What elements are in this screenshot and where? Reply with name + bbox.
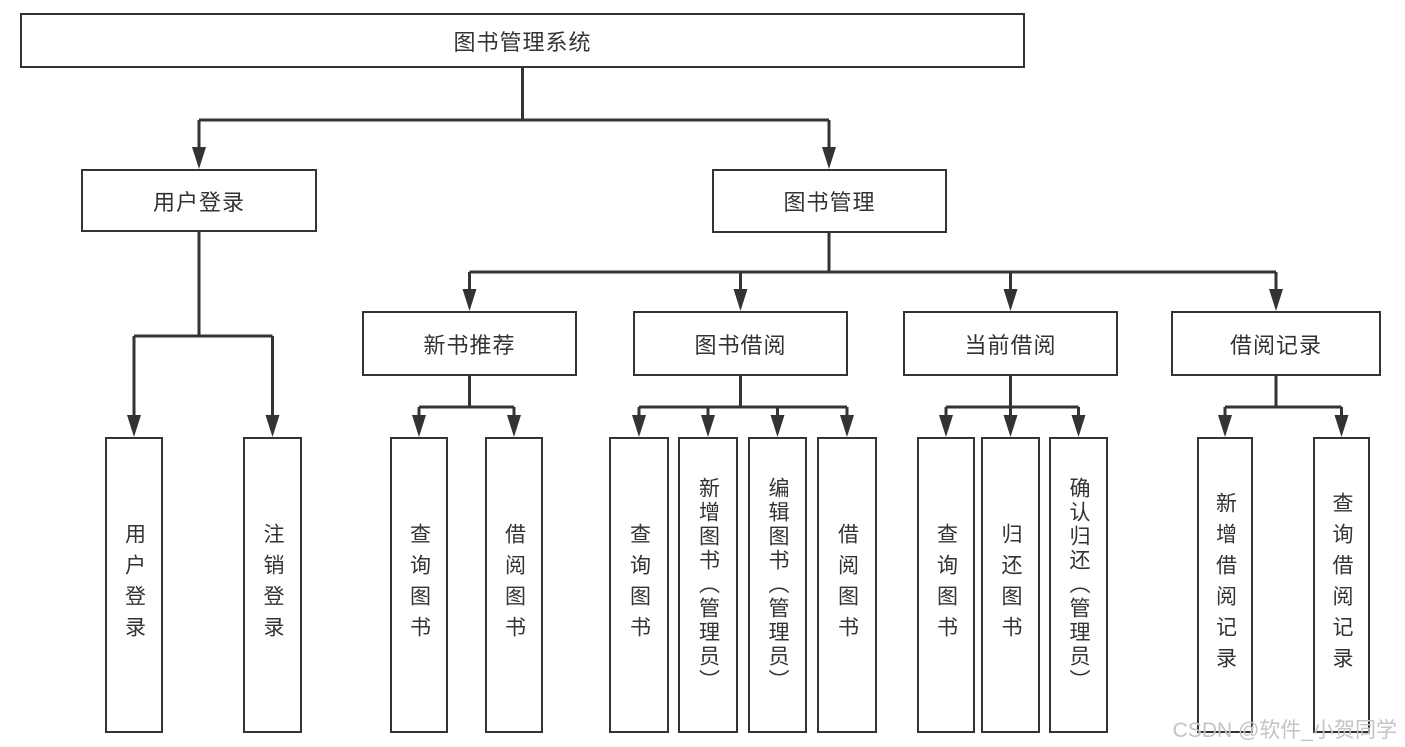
node-user-login-group-label: 用户登录: [152, 189, 245, 215]
node-return-books-label: 归还图书: [999, 523, 1022, 647]
node-current-borrow-label: 当前借阅: [964, 332, 1057, 358]
node-confirm-return-admin-label: 确认归还（管理员）: [1067, 477, 1090, 693]
watermark: CSDN @软件_小贺同学: [1172, 719, 1397, 742]
node-recommend-query-books: 查询图书: [390, 437, 448, 733]
node-borrow-query-books: 查询图书: [609, 437, 669, 733]
node-confirm-return-admin: 确认归还（管理员）: [1049, 437, 1108, 733]
node-new-book-recommend-label: 新书推荐: [423, 332, 516, 358]
node-user-login-label: 用户登录: [122, 523, 146, 647]
node-add-borrow-record-label: 新增借阅记录: [1213, 492, 1237, 678]
node-book-management-label: 图书管理: [783, 190, 876, 215]
node-query-borrow-record: 查询借阅记录: [1313, 437, 1370, 733]
node-borrow-books-label: 借阅图书: [835, 523, 859, 647]
node-edit-books-admin-label: 编辑图书（管理员）: [766, 477, 789, 693]
node-library-management-system: 图书管理系统: [20, 13, 1025, 68]
node-borrow-query-books-label: 查询图书: [627, 523, 651, 647]
node-book-borrow-label: 图书借阅: [694, 332, 787, 358]
node-edit-books-admin: 编辑图书（管理员）: [748, 437, 807, 733]
node-book-management: 图书管理: [712, 169, 947, 233]
node-current-query-books: 查询图书: [917, 437, 975, 733]
node-add-books-admin-label: 新增图书（管理员）: [696, 477, 720, 693]
node-add-books-admin: 新增图书（管理员）: [678, 437, 738, 733]
node-query-borrow-record-label: 查询借阅记录: [1330, 492, 1353, 678]
node-recommend-borrow-books-label: 借阅图书: [502, 523, 526, 647]
node-new-book-recommend: 新书推荐: [362, 311, 577, 376]
node-logout-label: 注销登录: [261, 523, 284, 647]
node-borrow-records: 借阅记录: [1171, 311, 1381, 376]
node-borrow-records-label: 借阅记录: [1229, 332, 1322, 358]
node-book-borrow: 图书借阅: [633, 311, 848, 376]
node-current-borrow: 当前借阅: [903, 311, 1118, 376]
node-recommend-query-books-label: 查询图书: [407, 523, 431, 647]
node-add-borrow-record: 新增借阅记录: [1197, 437, 1253, 733]
node-user-login: 用户登录: [105, 437, 163, 733]
node-user-login-group: 用户登录: [81, 169, 317, 232]
node-current-query-books-label: 查询图书: [934, 523, 958, 647]
node-library-management-system-label: 图书管理系统: [453, 29, 592, 55]
node-logout: 注销登录: [243, 437, 302, 733]
node-return-books: 归还图书: [981, 437, 1040, 733]
node-borrow-books: 借阅图书: [817, 437, 877, 733]
node-recommend-borrow-books: 借阅图书: [485, 437, 543, 733]
